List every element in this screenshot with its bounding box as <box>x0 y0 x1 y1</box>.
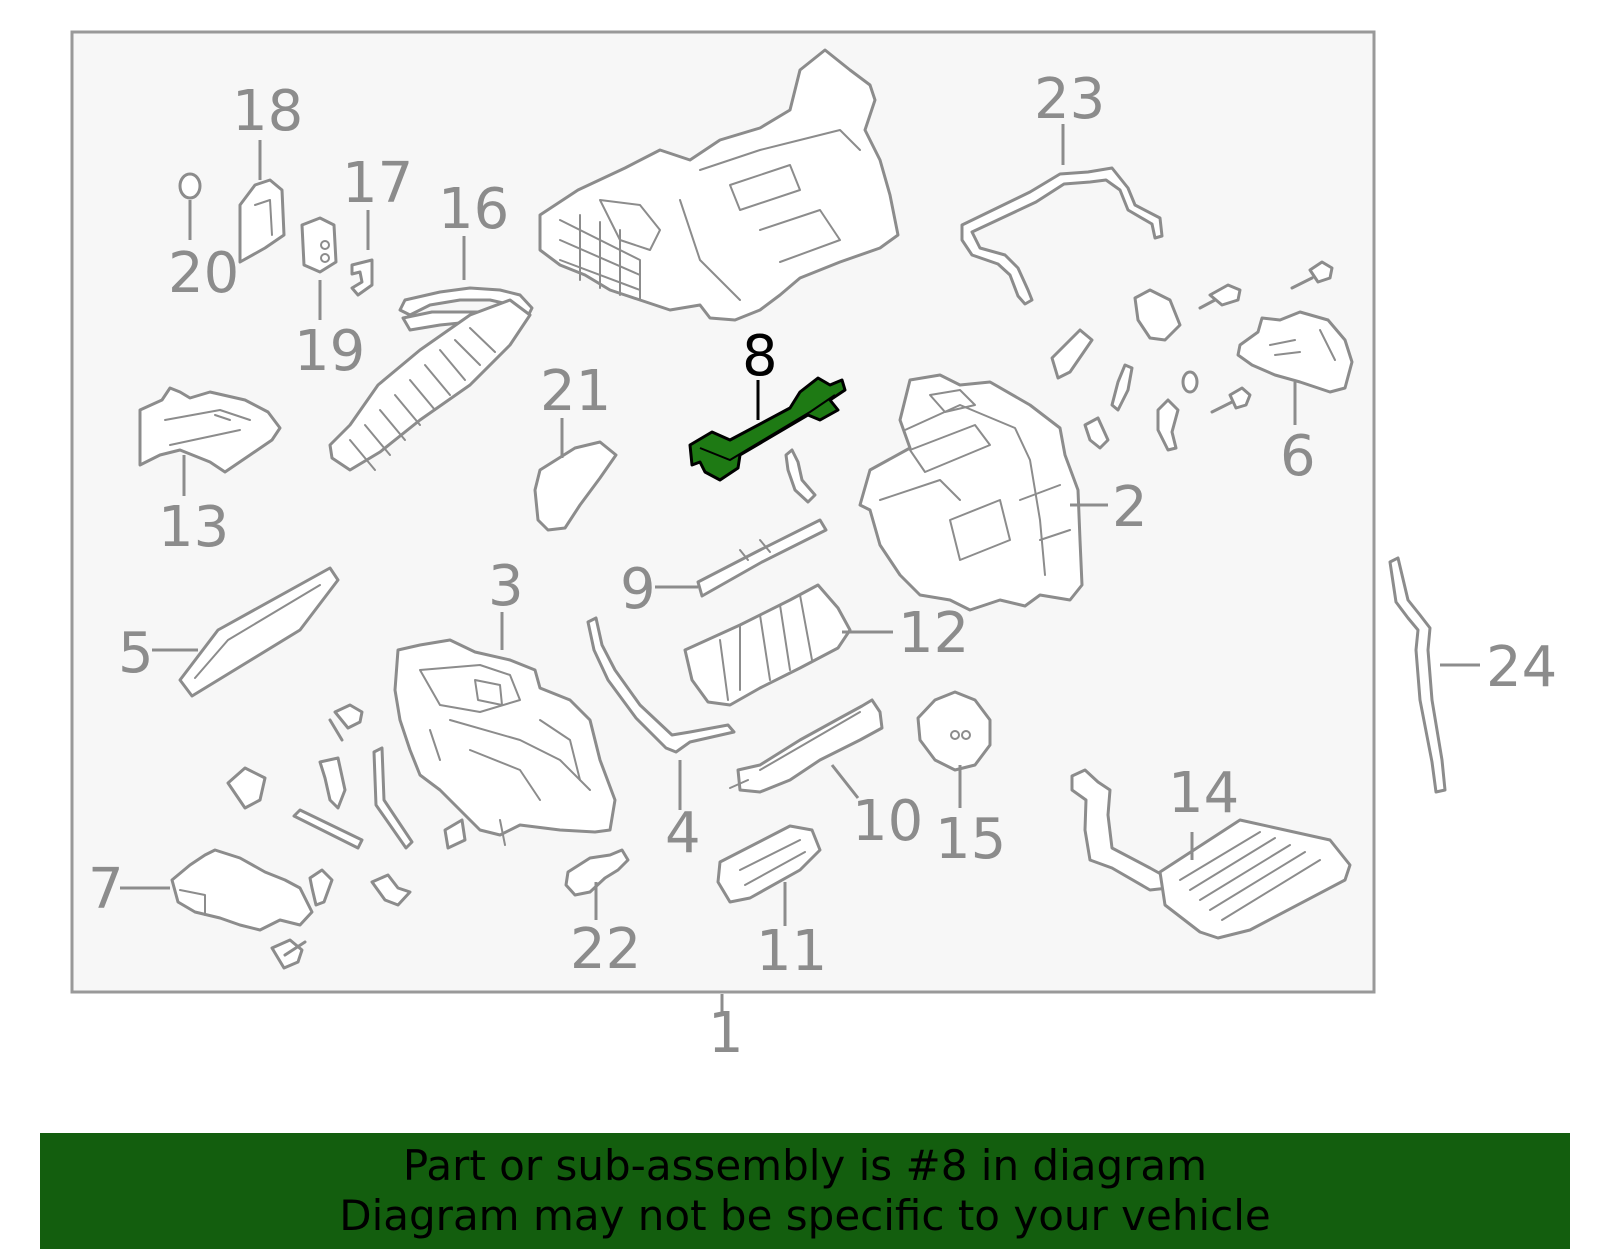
part-2[interactable] <box>858 373 1084 612</box>
part-12[interactable] <box>683 583 852 707</box>
part-14[interactable] <box>1070 768 1352 940</box>
part-20[interactable] <box>178 172 202 200</box>
part-7[interactable] <box>170 848 314 932</box>
callout-16[interactable]: 16 <box>438 177 509 242</box>
callout-22[interactable]: 22 <box>570 917 641 982</box>
callout-3[interactable]: 3 <box>488 554 524 619</box>
part-3[interactable] <box>393 638 617 846</box>
part-17[interactable] <box>350 258 374 297</box>
callout-5[interactable]: 5 <box>118 621 154 686</box>
part-small-bits[interactable] <box>226 703 467 970</box>
callouts: 1 2 3 4 5 6 7 8 9 10 11 12 13 14 15 16 1… <box>88 67 1557 1066</box>
part-21[interactable] <box>533 440 618 532</box>
callout-17[interactable]: 17 <box>342 151 413 216</box>
banner-line-2: Diagram may not be specific to your vehi… <box>339 1191 1271 1240</box>
callout-19[interactable]: 19 <box>294 319 365 384</box>
callout-13[interactable]: 13 <box>158 495 229 560</box>
part-10[interactable] <box>729 698 884 794</box>
part-8[interactable] <box>688 376 847 482</box>
part-9[interactable] <box>696 518 828 598</box>
part-22[interactable] <box>564 848 630 897</box>
callout-20[interactable]: 20 <box>168 241 239 306</box>
callout-11[interactable]: 11 <box>756 919 827 984</box>
part-13[interactable] <box>138 386 282 474</box>
callout-6[interactable]: 6 <box>1280 424 1316 489</box>
part-24[interactable] <box>1388 556 1447 794</box>
part-5[interactable] <box>178 566 340 698</box>
part-16[interactable] <box>328 286 534 472</box>
part-15[interactable] <box>916 690 992 772</box>
banner-line-1: Part or sub-assembly is #8 in diagram <box>402 1141 1208 1190</box>
info-banner: Part or sub-assembly is #8 in diagram Di… <box>40 1133 1570 1249</box>
part-19[interactable] <box>300 216 338 274</box>
callout-21[interactable]: 21 <box>540 359 611 424</box>
callout-10[interactable]: 10 <box>852 789 923 854</box>
callout-15[interactable]: 15 <box>935 807 1006 872</box>
part-upper-case[interactable] <box>538 48 900 322</box>
callout-18[interactable]: 18 <box>232 79 303 144</box>
leader-lines <box>120 124 1480 1012</box>
callout-14[interactable]: 14 <box>1168 761 1239 826</box>
part-screws-right[interactable] <box>1050 260 1334 452</box>
callout-23[interactable]: 23 <box>1034 67 1105 132</box>
part-clip[interactable] <box>784 448 817 504</box>
callout-12[interactable]: 12 <box>898 601 969 666</box>
part-18[interactable] <box>238 178 286 264</box>
part-6[interactable] <box>1236 310 1354 394</box>
part-11[interactable] <box>716 824 822 904</box>
part-23[interactable] <box>960 166 1164 306</box>
callout-7[interactable]: 7 <box>88 857 124 922</box>
callout-4[interactable]: 4 <box>665 801 701 866</box>
callout-2[interactable]: 2 <box>1112 475 1148 540</box>
callout-1[interactable]: 1 <box>708 1001 744 1066</box>
callout-24[interactable]: 24 <box>1486 635 1557 700</box>
callout-9[interactable]: 9 <box>620 557 656 622</box>
part-4[interactable] <box>586 616 736 754</box>
callout-8[interactable]: 8 <box>742 324 778 389</box>
